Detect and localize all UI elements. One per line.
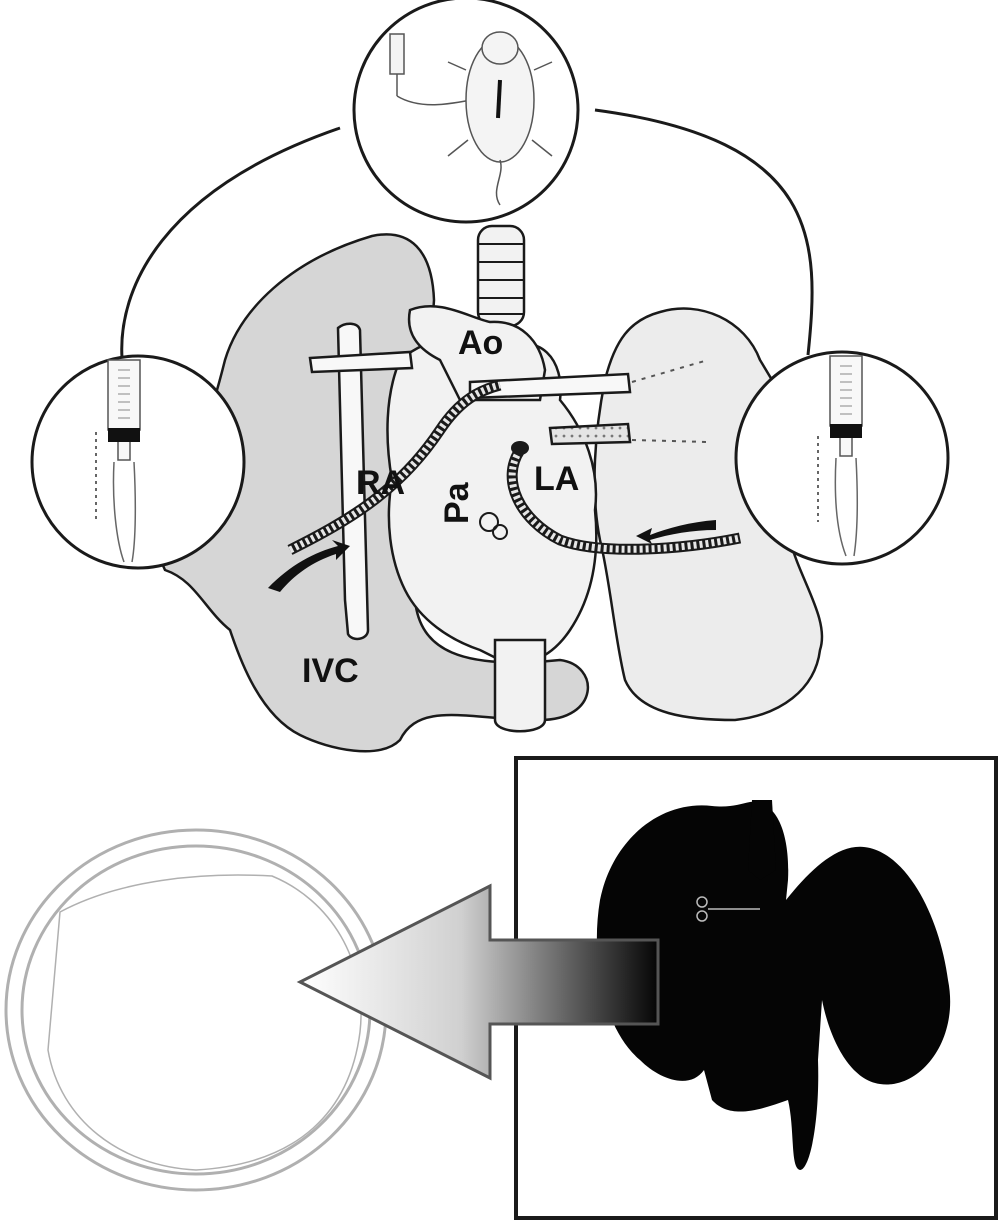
label-ao: Ao: [458, 324, 503, 362]
vessel-left: [308, 350, 414, 374]
catheter-right: [506, 446, 742, 555]
catheter-left: [287, 379, 502, 555]
ivc-vessel: [336, 322, 370, 641]
connection-loop: [120, 108, 814, 359]
aorta: [407, 305, 547, 402]
curved-arrow-icon: [268, 540, 350, 592]
label-la: LA: [534, 460, 579, 498]
lung-silhouette: [596, 801, 951, 1170]
left-inset: [30, 354, 246, 570]
trachea-silhouette: [748, 800, 776, 880]
trachea: [476, 224, 526, 328]
label-ra: RA: [356, 464, 405, 502]
label-pa: Pa: [438, 481, 476, 524]
syringe-icon: [107, 359, 141, 563]
descending-aorta: [493, 638, 547, 733]
curved-arrow-icon: [636, 520, 716, 544]
dash-line-upper: [631, 359, 709, 383]
right-inset: [734, 350, 950, 566]
vessel-right-lower: [548, 422, 632, 446]
block-arrow-icon: [296, 883, 660, 1081]
dash-line-lower: [631, 439, 709, 443]
top-inset: [352, 0, 580, 224]
la-cannula-opening: [511, 441, 529, 455]
label-ivc: IVC: [302, 652, 359, 690]
clamp-icon: [479, 512, 508, 540]
syringe-icon: [829, 355, 863, 557]
petri-dish-icon: [4, 828, 388, 1192]
